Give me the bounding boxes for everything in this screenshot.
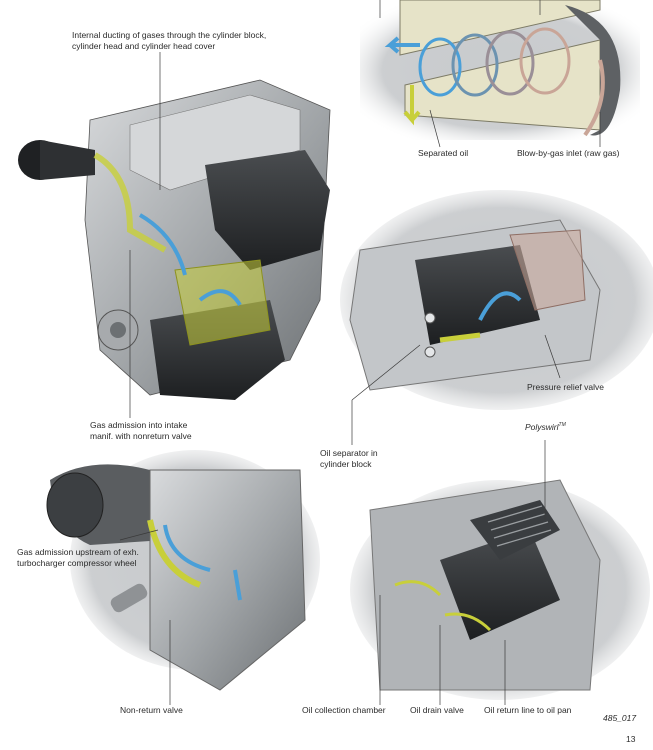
label-polyswirl-tm: TM xyxy=(559,422,566,428)
label-blow-by-inlet: Blow-by-gas inlet (raw gas) xyxy=(517,148,620,159)
label-gas-admission-intake-line2: manif. with nonreturn valve xyxy=(90,431,192,442)
label-separated-oil: Separated oil xyxy=(418,148,468,159)
label-internal-ducting-line1: Internal ducting of gases through the cy… xyxy=(72,30,266,41)
turbocharger-detail xyxy=(47,450,320,690)
label-internal-ducting: Internal ducting of gases through the cy… xyxy=(72,30,266,52)
engine-main-view xyxy=(18,80,330,400)
label-polyswirl-text: Polyswirl xyxy=(525,422,559,432)
label-oil-collection-chamber: Oil collection chamber xyxy=(302,705,386,716)
label-gas-admission-intake-line1: Gas admission into intake xyxy=(90,420,192,431)
label-polyswirl: PolyswirlTM xyxy=(525,420,566,433)
oil-separator-detail xyxy=(340,190,653,410)
label-gas-admission-turbo-line2: turbocharger compressor wheel xyxy=(17,558,139,569)
label-gas-admission-turbo: Gas admission upstream of exh. turbochar… xyxy=(17,547,139,569)
spiral-separator-detail xyxy=(360,0,640,140)
label-oil-return-line: Oil return line to oil pan xyxy=(484,705,571,716)
label-pressure-relief-valve: Pressure relief valve xyxy=(527,382,604,393)
label-oil-separator-line2: cylinder block xyxy=(320,459,378,470)
label-non-return-valve: Non-return valve xyxy=(120,705,183,716)
figure-number: 485_017 xyxy=(603,713,636,724)
label-internal-ducting-line2: cylinder head and cylinder head cover xyxy=(72,41,266,52)
oil-drain-detail xyxy=(350,480,650,700)
label-oil-drain-valve: Oil drain valve xyxy=(410,705,464,716)
label-oil-separator-line1: Oil separator in xyxy=(320,448,378,459)
label-gas-admission-turbo-line1: Gas admission upstream of exh. xyxy=(17,547,139,558)
label-oil-separator: Oil separator in cylinder block xyxy=(320,448,378,470)
label-gas-admission-intake: Gas admission into intake manif. with no… xyxy=(90,420,192,442)
page-number: 13 xyxy=(626,734,635,745)
